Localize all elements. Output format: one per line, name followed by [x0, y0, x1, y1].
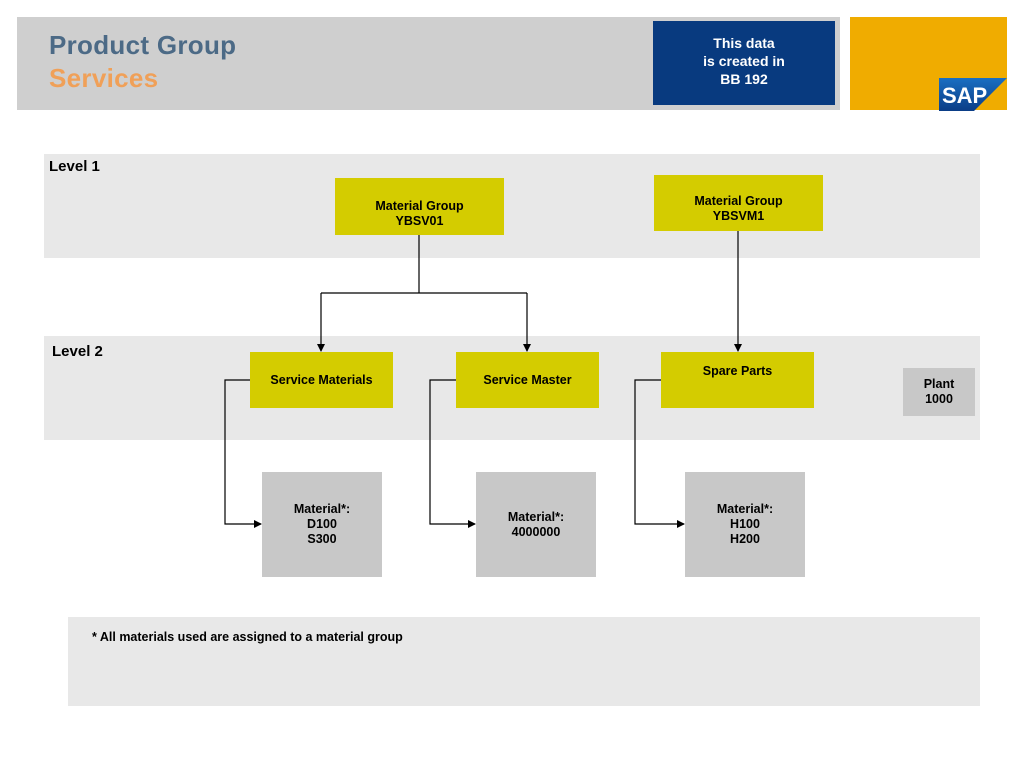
note-line: This data [713, 35, 775, 51]
spare-parts-box: Spare Parts [661, 352, 814, 408]
material-group-code: YBSVM1 [712, 209, 765, 223]
material-code: D100 [307, 517, 337, 531]
service-materials-box: Service Materials [250, 352, 393, 408]
level-1-label: Level 1 [49, 158, 100, 175]
plant-label: Plant [923, 377, 955, 391]
category-label: Service Materials [270, 372, 373, 387]
material-code: S300 [307, 532, 337, 546]
material-label: Material*: [293, 502, 351, 516]
material-group-code: YBSV01 [395, 214, 444, 228]
level-2-label: Level 2 [52, 343, 103, 360]
service-master-box: Service Master [456, 352, 599, 408]
note-line: BB 192 [720, 71, 768, 87]
material-label: Material*: [507, 510, 565, 524]
material-group-ybsvm1-box: Material Group YBSVM1 [654, 175, 823, 231]
plant-box: Plant 1000 [903, 368, 975, 416]
page-subtitle: Services [49, 63, 159, 93]
material-code: H200 [730, 532, 760, 546]
material-box-service-master: Material*: 4000000 [476, 472, 596, 577]
material-group-label: Material Group [694, 194, 783, 208]
level-1-band [44, 154, 980, 258]
page-title: Product Group [49, 30, 237, 60]
material-box-service-materials: Material*: D100 S300 [262, 472, 382, 577]
material-box-spare-parts: Material*: H100 H200 [685, 472, 805, 577]
category-label: Service Master [483, 372, 572, 387]
material-group-label: Material Group [375, 199, 464, 213]
footnote-band [68, 617, 980, 706]
note-line: is created in [703, 53, 785, 69]
plant-code: 1000 [925, 392, 953, 406]
data-source-note: This data is created in BB 192 [653, 21, 835, 105]
material-code: H100 [730, 517, 760, 531]
category-label: Spare Parts [702, 364, 773, 378]
material-code: 4000000 [511, 525, 561, 539]
material-group-ybsv01-box: Material Group YBSV01 [335, 178, 504, 235]
sap-logo: SAP [939, 78, 1007, 111]
footnote-text: * All materials used are assigned to a m… [92, 630, 403, 644]
sap-logo-text: SAP [942, 83, 987, 108]
material-label: Material*: [716, 502, 774, 516]
